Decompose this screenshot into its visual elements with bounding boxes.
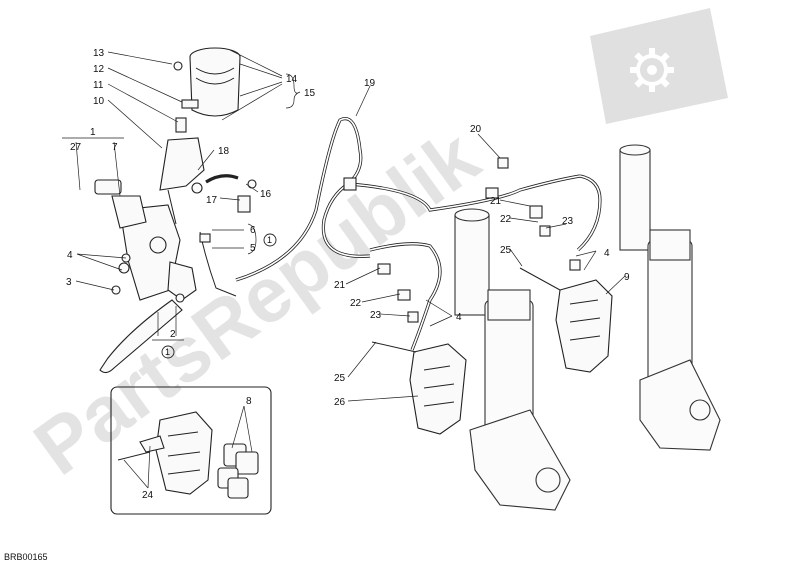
callout-18: 18 xyxy=(218,146,230,157)
callout-13: 13 xyxy=(93,48,105,59)
right-fork-leg xyxy=(619,144,721,451)
callout-4-c: 4 xyxy=(604,248,610,259)
callout-23-a: 23 xyxy=(370,310,382,321)
callout-5: 5 xyxy=(250,243,256,254)
callout-4-a: 4 xyxy=(67,250,73,261)
callout-20: 20 xyxy=(470,124,482,135)
callout-25-b: 25 xyxy=(500,245,512,256)
note-mark: 1 xyxy=(267,235,272,245)
callout-22-b: 22 xyxy=(500,214,512,225)
brake-fluid-reservoir xyxy=(159,47,241,194)
note-marker-2: 1 xyxy=(161,345,175,359)
callout-12: 12 xyxy=(93,64,105,75)
callout-2: 2 xyxy=(170,329,176,340)
callout-25-a: 25 xyxy=(334,373,346,384)
callout-21-b: 21 xyxy=(490,196,502,207)
callout-21-a: 21 xyxy=(334,280,346,291)
callout-10: 10 xyxy=(93,96,105,107)
callout-26: 26 xyxy=(334,397,346,408)
right-caliper xyxy=(519,267,613,373)
callout-9: 9 xyxy=(624,272,630,283)
master-cylinder-lever xyxy=(94,179,257,374)
callout-22-a: 22 xyxy=(350,298,362,309)
brake-pads-inset xyxy=(110,386,272,515)
watermark-text: PartsRepublik xyxy=(18,112,495,492)
note-mark: 1 xyxy=(165,347,170,357)
callout-6: 6 xyxy=(250,225,256,236)
callout-labels: 13 12 11 10 14 15 1 27 7 18 17 16 6 5 1 … xyxy=(66,48,630,501)
callout-3: 3 xyxy=(66,277,72,288)
callout-15: 15 xyxy=(304,88,316,99)
left-caliper xyxy=(371,341,467,435)
gear-icon xyxy=(590,8,728,124)
callout-4-b: 4 xyxy=(456,312,462,323)
callout-24: 24 xyxy=(142,490,154,501)
callout-1: 1 xyxy=(90,127,96,138)
callout-16: 16 xyxy=(260,189,272,200)
callout-14: 14 xyxy=(286,74,298,85)
leader-lines xyxy=(62,49,626,489)
diagram-reference-code: BRB00165 xyxy=(4,552,48,562)
callout-23-b: 23 xyxy=(562,216,574,227)
callout-11: 11 xyxy=(93,80,104,91)
callout-27: 27 xyxy=(70,142,82,153)
callout-8: 8 xyxy=(246,396,252,407)
left-fork-leg xyxy=(454,208,571,511)
callout-17: 17 xyxy=(206,195,218,206)
callout-7: 7 xyxy=(112,142,118,153)
note-marker-1: 1 xyxy=(263,233,277,247)
callout-19: 19 xyxy=(364,78,376,89)
